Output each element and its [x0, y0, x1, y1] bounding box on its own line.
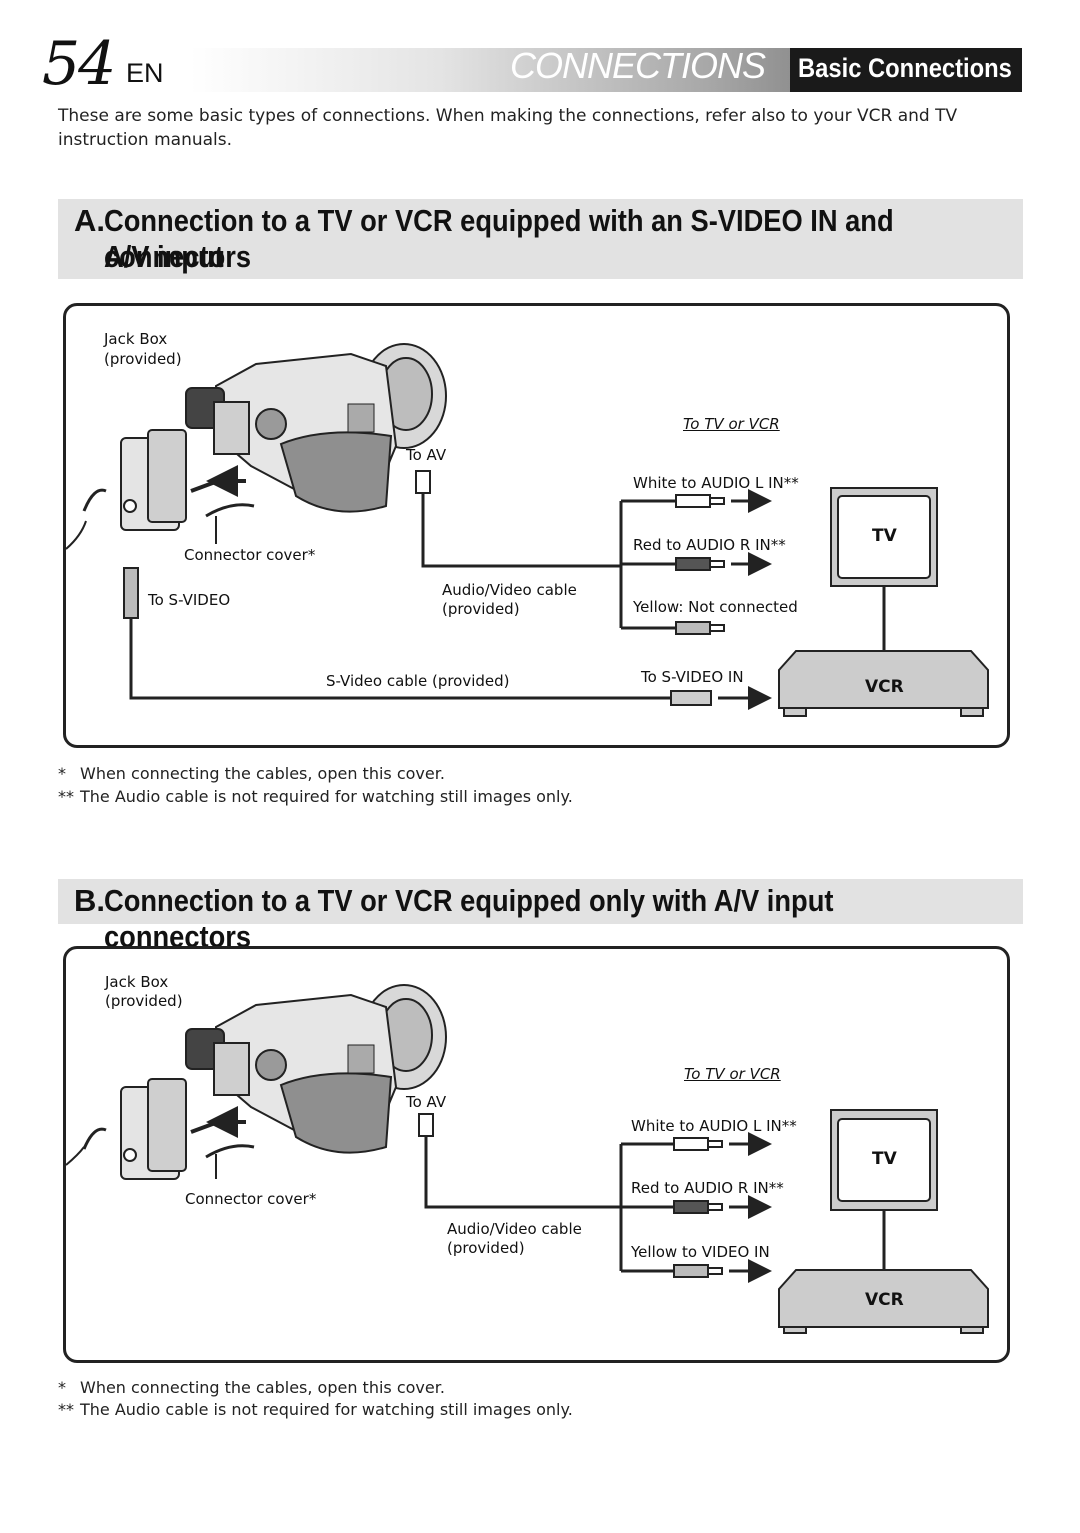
- label-yellow: Yellow: Not connected: [633, 598, 798, 616]
- section-title: CONNECTIONS: [510, 45, 766, 86]
- section-b-title: Connection to a TV or VCR equipped only …: [104, 883, 834, 954]
- diagram-b: Jack Box (provided) Connector cover* To …: [63, 946, 1010, 1363]
- section-a-title-line2: connectors: [104, 239, 252, 274]
- label-av-cable-provided: (provided): [447, 1239, 525, 1257]
- section-a-title-line1: Connection to a TV or VCR equipped with …: [104, 203, 894, 274]
- diagram-b-drawing: [66, 984, 989, 1334]
- label-white-audio-l: White to AUDIO L IN**: [631, 1117, 797, 1135]
- label-to-av: To AV: [406, 446, 447, 464]
- footnote-a-1: *When connecting the cables, open this c…: [58, 764, 445, 783]
- label-av-cable: Audio/Video cable: [447, 1220, 582, 1238]
- footnote-b-1: *When connecting the cables, open this c…: [58, 1378, 445, 1397]
- label-to-av: To AV: [406, 1093, 447, 1111]
- label-tv: TV: [872, 1149, 897, 1169]
- label-to-svideo-in: To S-VIDEO IN: [641, 668, 744, 686]
- section-b-heading: B. Connection to a TV or VCR equipped on…: [58, 879, 1023, 954]
- label-tv: TV: [872, 526, 897, 546]
- label-vcr: VCR: [865, 677, 904, 697]
- diagram-a-drawing: [66, 343, 989, 717]
- jack-box-illustration: [66, 1078, 187, 1180]
- label-to-svideo: To S-VIDEO: [148, 591, 231, 609]
- label-connector-cover: Connector cover*: [184, 546, 316, 564]
- label-av-cable: Audio/Video cable: [442, 581, 577, 599]
- footnote-b-2: **The Audio cable is not required for wa…: [58, 1400, 573, 1419]
- label-red-audio-r: Red to AUDIO R IN**: [631, 1179, 784, 1197]
- label-vcr: VCR: [865, 1290, 904, 1310]
- svideo-plug: [670, 686, 772, 710]
- label-white-audio-l: White to AUDIO L IN**: [633, 474, 799, 492]
- camcorder-illustration: [185, 984, 447, 1159]
- label-connector-cover: Connector cover*: [185, 1190, 317, 1208]
- intro-text: These are some basic types of connection…: [58, 106, 958, 150]
- page-number: 54: [42, 29, 116, 99]
- rca-plug-red: [673, 1195, 772, 1219]
- section-a-heading: A. Connection to a TV or VCR equipped wi…: [58, 199, 1023, 279]
- label-to-tv-or-vcr: To TV or VCR: [684, 1065, 781, 1083]
- camcorder-illustration: [185, 343, 447, 518]
- tv-illustration: [830, 487, 938, 587]
- label-red-audio-r: Red to AUDIO R IN**: [633, 536, 786, 554]
- label-jack-box: Jack Box: [105, 973, 169, 991]
- label-jack-box-provided: (provided): [104, 350, 182, 368]
- rca-plug-red: [675, 552, 772, 576]
- rca-plug-yellow: [675, 621, 725, 635]
- jack-box-illustration: [66, 429, 187, 550]
- page-language: EN: [126, 58, 164, 88]
- section-a-letter: A.: [74, 203, 105, 238]
- rca-plug-white: [675, 489, 772, 513]
- diagram-a: Jack Box (provided) Connector cover* To …: [63, 303, 1010, 748]
- tv-illustration: [830, 1109, 938, 1211]
- label-to-tv-or-vcr: To TV or VCR: [683, 415, 780, 433]
- label-jack-box: Jack Box: [104, 330, 168, 348]
- label-av-cable-provided: (provided): [442, 600, 520, 618]
- footnote-a-2: **The Audio cable is not required for wa…: [58, 787, 573, 806]
- section-b-letter: B.: [74, 883, 105, 918]
- vcr-illustration: [778, 650, 989, 717]
- label-jack-box-provided: (provided): [105, 992, 183, 1010]
- section-subtitle: Basic Connections: [798, 53, 1012, 83]
- rca-plug-white: [673, 1132, 772, 1156]
- rca-plug-yellow: [673, 1259, 772, 1283]
- header-bar-dark: [790, 48, 1022, 92]
- vcr-illustration: [778, 1269, 989, 1334]
- label-yellow-video-in: Yellow to VIDEO IN: [631, 1243, 770, 1261]
- label-svideo-cable: S-Video cable (provided): [326, 672, 510, 690]
